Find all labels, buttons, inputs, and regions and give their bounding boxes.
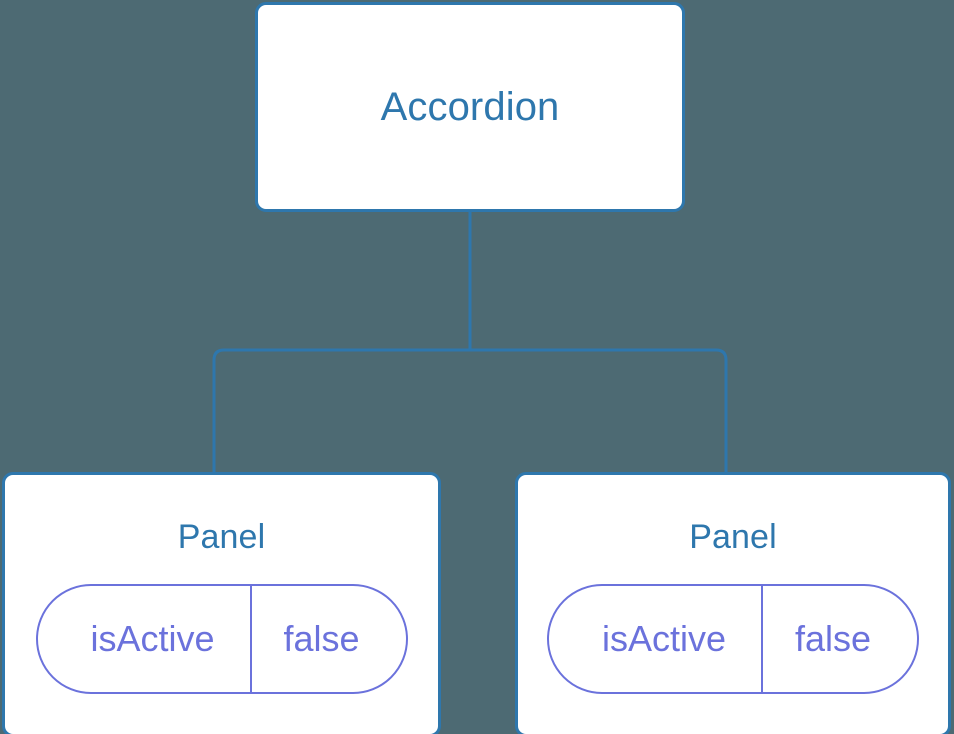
- node-panel-0[interactable]: Panel isActive false: [2, 472, 441, 734]
- state-pill-panel-0: isActive false: [35, 584, 408, 694]
- state-pill-panel-1: isActive false: [547, 584, 919, 694]
- node-panel-1-label: Panel: [689, 518, 777, 556]
- state-value-panel-1: false: [794, 618, 872, 659]
- state-key-panel-1: isActive: [549, 586, 763, 692]
- edge-to-panel-1: [470, 348, 728, 474]
- node-accordion[interactable]: Accordion: [255, 2, 685, 212]
- state-value-panel-0: false: [283, 618, 360, 659]
- node-accordion-label: Accordion: [380, 85, 560, 129]
- node-panel-0-label: Panel: [177, 518, 266, 556]
- edge-to-panel-0: [212, 348, 470, 474]
- node-panel-1[interactable]: Panel isActive false: [515, 472, 951, 734]
- state-key-panel-0: isActive: [38, 586, 252, 692]
